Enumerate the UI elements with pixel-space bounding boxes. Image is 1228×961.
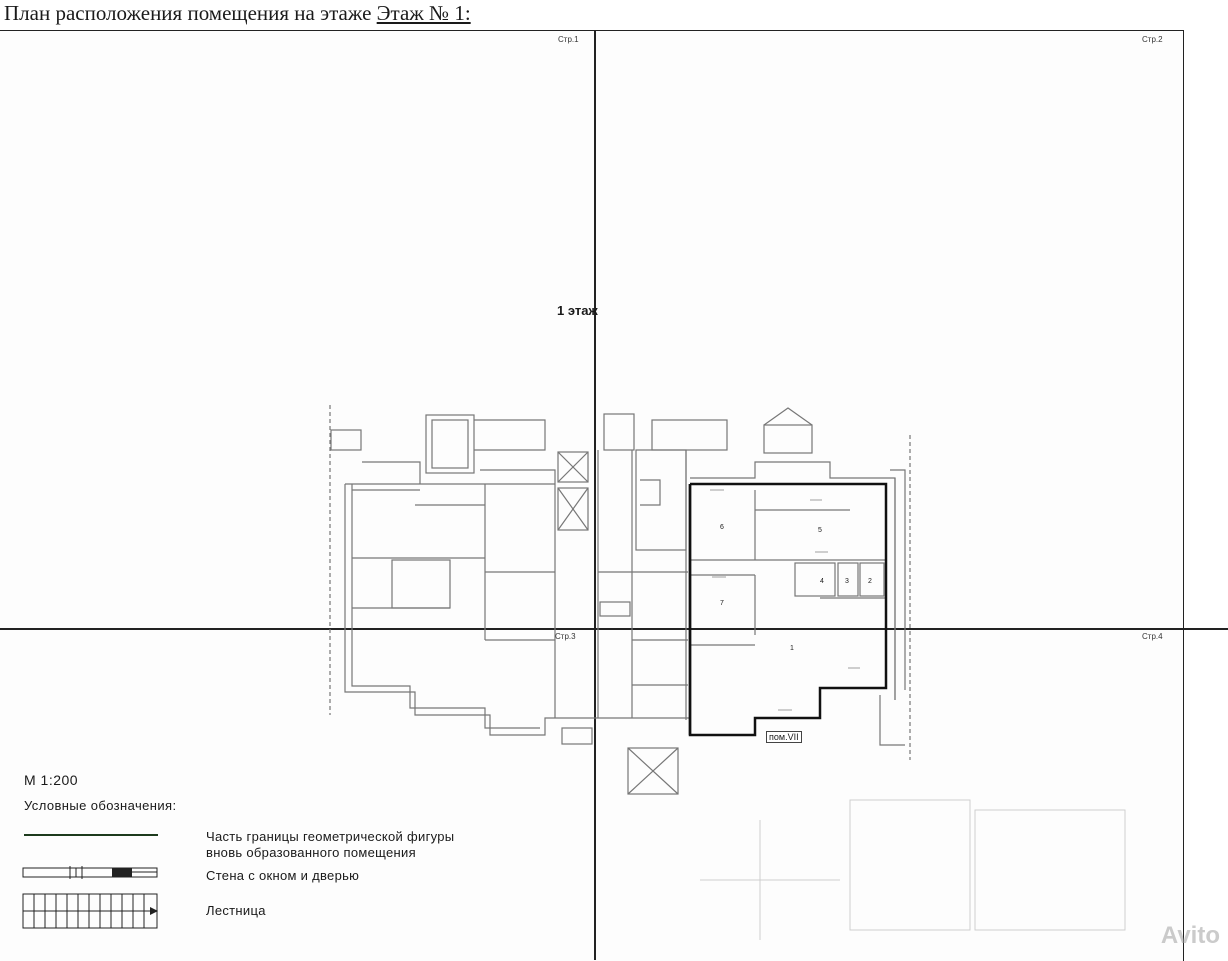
room-number: 5 xyxy=(818,527,822,534)
premise-boundary xyxy=(688,482,888,737)
building-outline xyxy=(329,405,911,795)
floor-label: 1 этаж xyxy=(557,303,598,318)
room-number: 7 xyxy=(720,600,724,607)
staircase-icon xyxy=(22,893,158,929)
page-mark-3: Стр.3 xyxy=(555,632,576,641)
boundary-line-icon xyxy=(24,834,158,836)
premise-label: пом.VII xyxy=(766,731,802,743)
page-mark-4: Стр.4 xyxy=(1142,632,1163,641)
sheet-divider-horizontal xyxy=(0,628,1228,630)
room-number: 2 xyxy=(868,578,872,585)
room-number: 4 xyxy=(820,578,824,585)
page-mark-2: Стр.2 xyxy=(1142,35,1163,44)
legend-title: Условные обозначения: xyxy=(24,798,177,813)
room-number: 3 xyxy=(845,578,849,585)
wall-window-door-icon xyxy=(22,866,158,879)
page-title-text: План расположения помещения на этаже xyxy=(4,1,372,25)
scale-label: М 1:200 xyxy=(24,772,79,788)
legend-item-stairs: Лестница xyxy=(206,903,266,918)
avito-watermark: Avito xyxy=(1160,922,1220,949)
floor-name: Этаж № 1: xyxy=(376,1,471,25)
faded-background-drawing xyxy=(700,799,1126,940)
dimension-marks xyxy=(710,489,860,711)
legend-item-boundary: Часть границы геометрической фигуры внов… xyxy=(206,829,454,861)
page-title: План расположения помещения на этаже Эта… xyxy=(4,1,471,26)
room-number: 1 xyxy=(790,645,794,652)
page-mark-1: Стр.1 xyxy=(558,35,579,44)
legend-item-line: вновь образованного помещения xyxy=(206,845,416,860)
drawing-sheet xyxy=(0,30,1184,961)
legend-item-wall: Стена с окном и дверью xyxy=(206,868,360,883)
legend-item-line: Часть границы геометрической фигуры xyxy=(206,829,455,844)
room-number: 6 xyxy=(720,524,724,531)
sheet-divider-vertical xyxy=(594,30,596,960)
